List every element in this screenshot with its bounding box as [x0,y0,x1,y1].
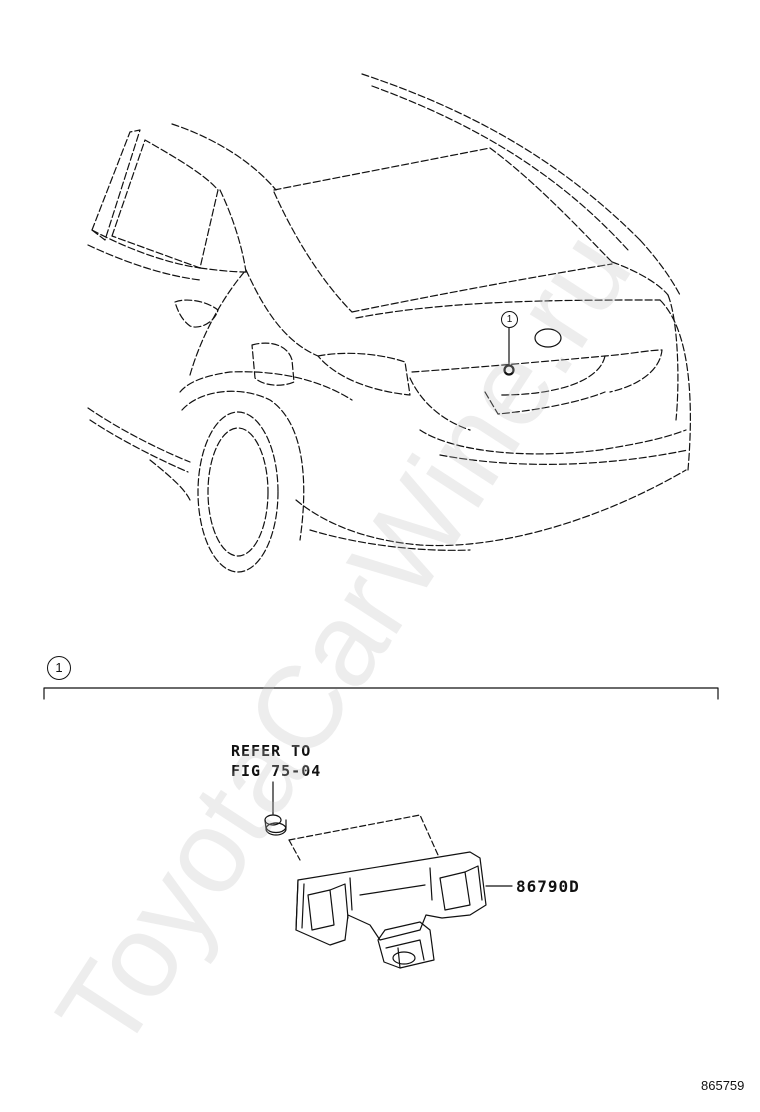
camera-bracket-part [295,851,487,969]
car-body-outline [87,73,691,573]
section-marker-number: 1 [55,660,63,675]
part-number-label: 86790D [516,877,580,896]
callout-circle: 1 [501,311,518,328]
assembly-guide [288,814,439,856]
figure-number: 865759 [701,1078,745,1093]
refer-to-line1: REFER TO [231,742,312,760]
camera-location-marker [503,364,515,376]
section-marker-circle: 1 [47,656,71,680]
section-bracket [43,687,719,700]
clip-part [264,814,287,836]
callout-number: 1 [506,314,513,325]
rear-emblem [534,328,562,348]
refer-to-line2: FIG 75-04 [231,762,322,780]
